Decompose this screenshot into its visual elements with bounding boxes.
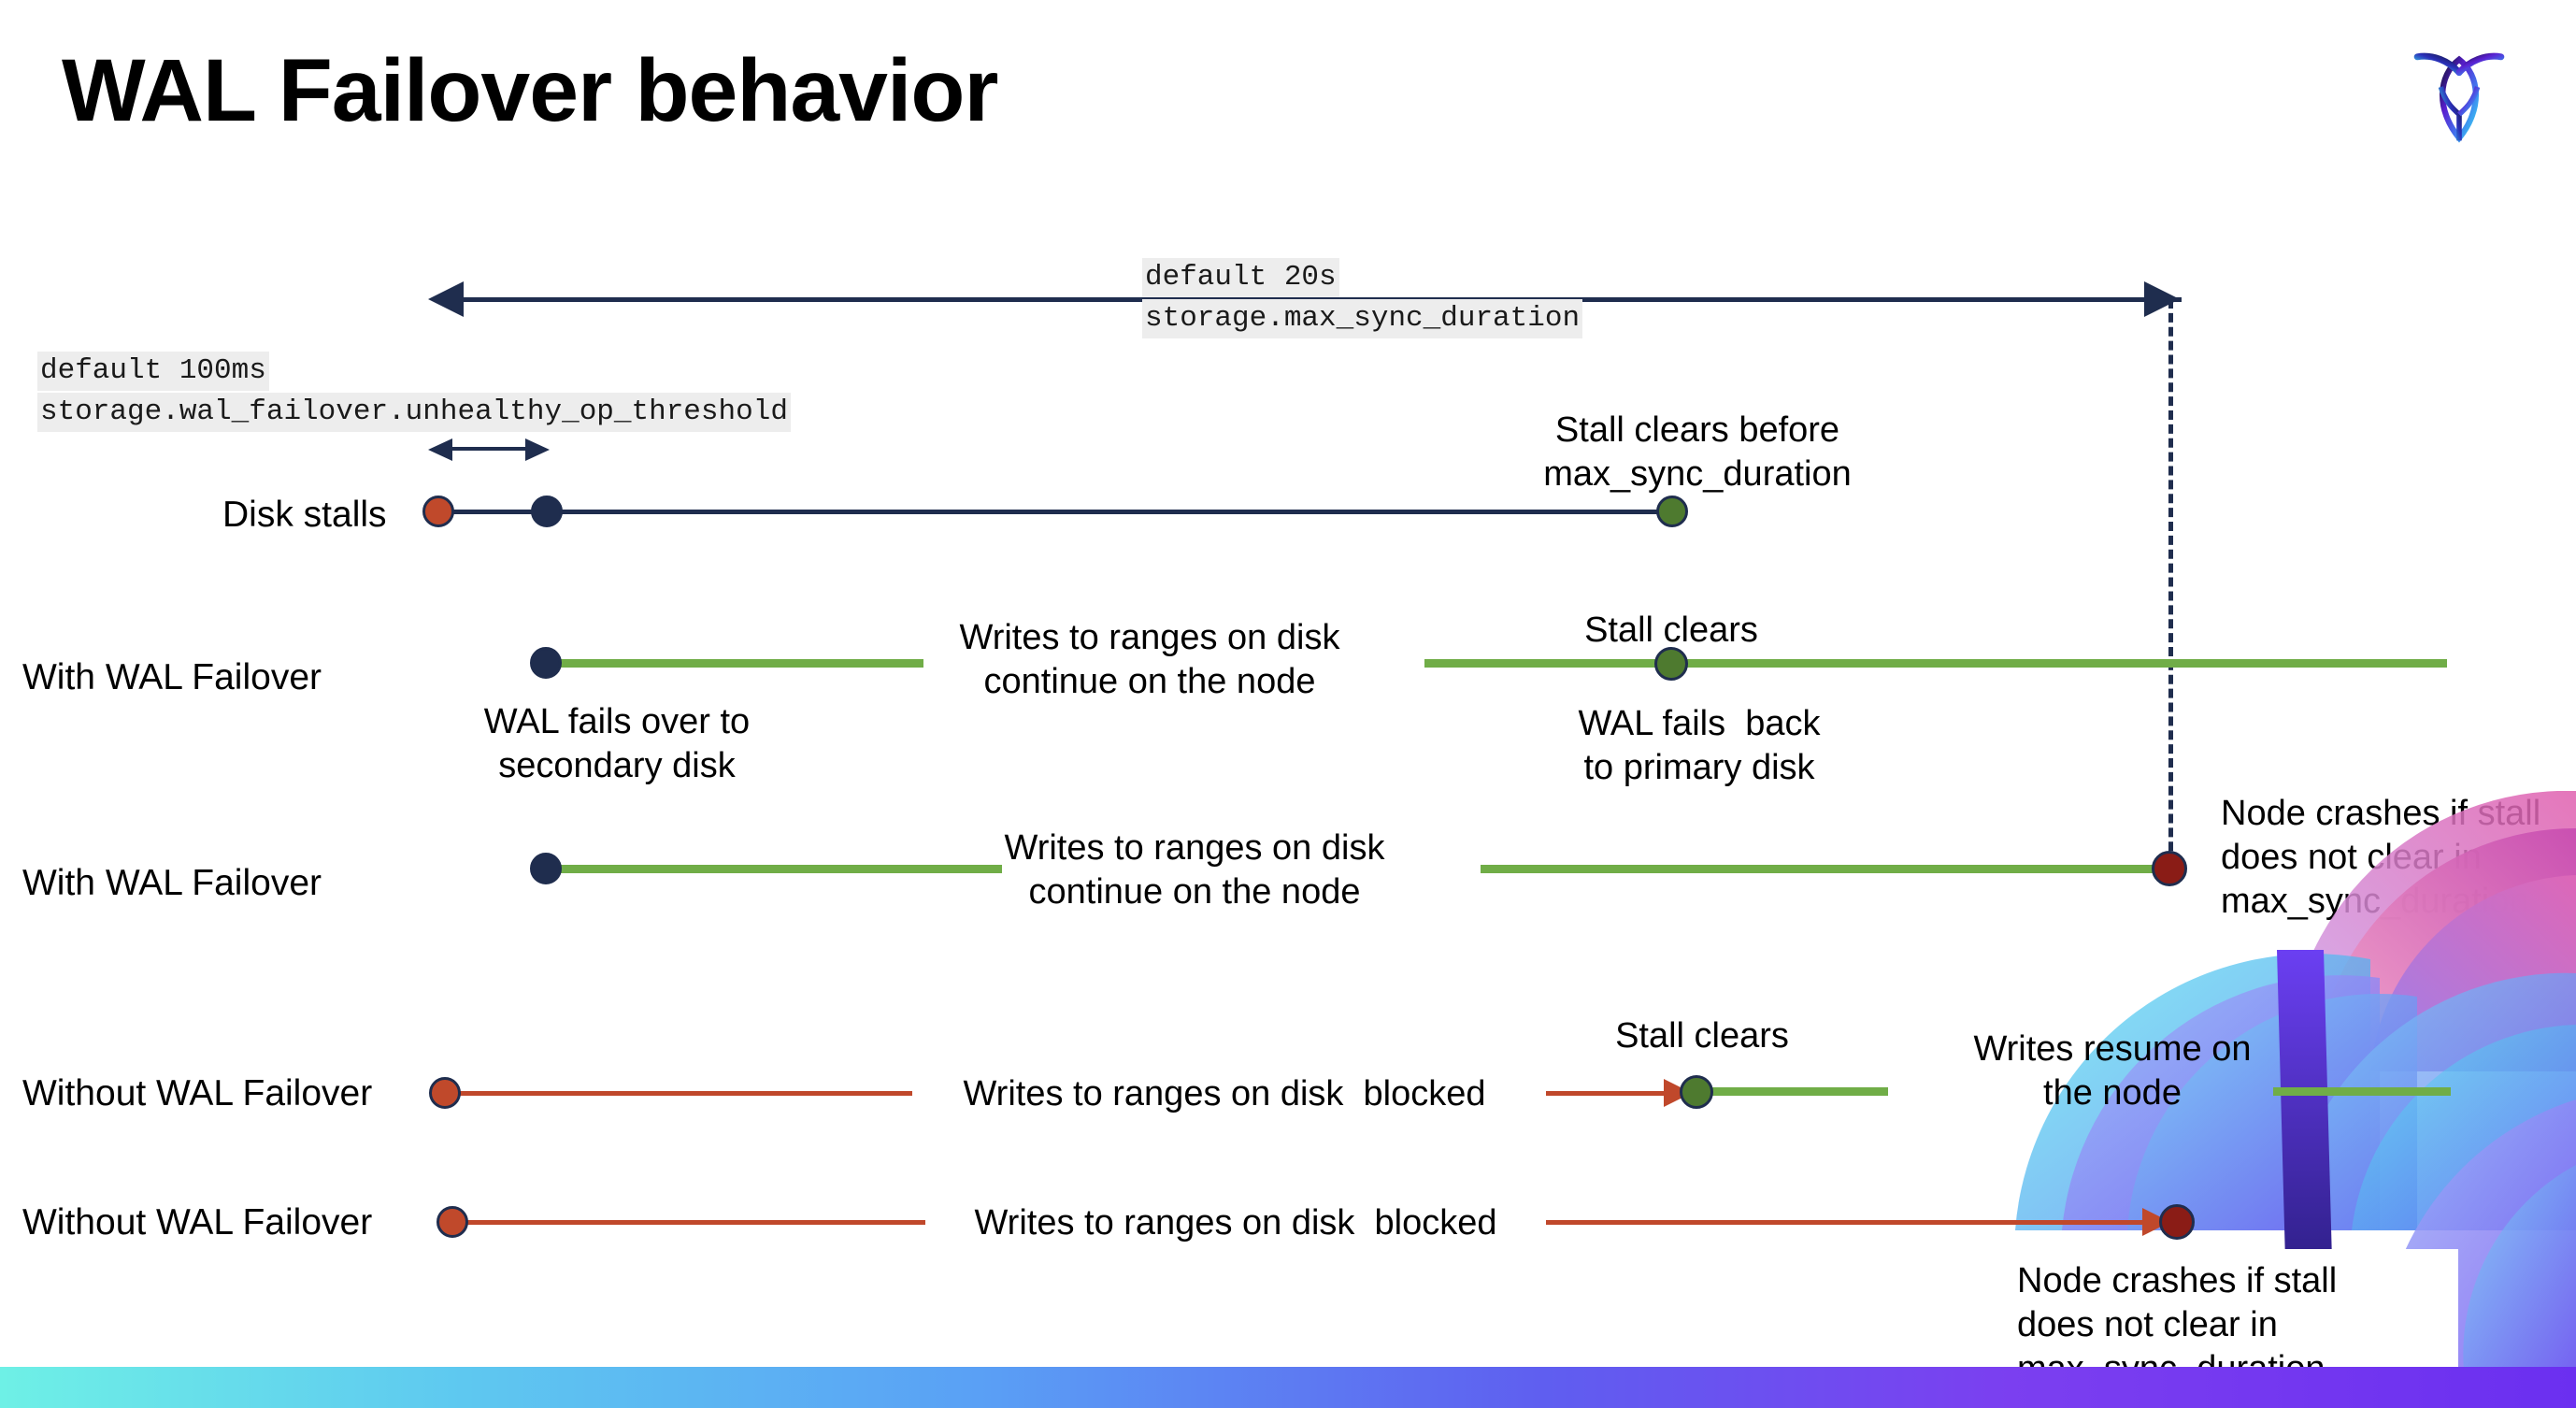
page-title: WAL Failover behavior (62, 41, 998, 140)
node-crashes-line-1-row5: Node crashes if stall (2017, 1261, 2338, 1300)
wal-failover-crash-line-right (1481, 865, 2176, 873)
without-wal-blocked-line-left (445, 1091, 912, 1096)
node-crash-dot-row5 (2159, 1204, 2195, 1240)
wal-failover-stall-clears-dot (1654, 647, 1688, 681)
stall-clears-before-line-1: Stall clears before (1554, 410, 1840, 450)
disk-stall-start-dot (422, 496, 454, 527)
node-crashes-line-3-row3: max_sync_duration (2221, 882, 2529, 921)
wal-fails-back-line-1: WAL fails back (1578, 704, 1821, 743)
writes-continue-line-2-row2: continue on the node (983, 662, 1316, 701)
threshold-arrow-left-head (428, 438, 452, 461)
without-wal-stall-clears-dot-row4 (1680, 1075, 1713, 1109)
writes-resume-line-2: the node (2043, 1073, 2182, 1113)
unhealthy-op-threshold-setting-label: storage.wal_failover.unhealthy_op_thresh… (37, 393, 791, 432)
max-sync-arrow-right-head (2144, 281, 2180, 317)
writes-continue-line-1-row2: Writes to ranges on disk (959, 618, 1340, 657)
row-label-without-wal-failover-clears: Without WAL Failover (22, 1073, 373, 1113)
row-label-with-wal-failover-clears: With WAL Failover (22, 657, 322, 697)
wal-fails-over-line-1: WAL fails over to (483, 702, 751, 741)
bottom-gradient-bar (0, 1367, 2576, 1408)
wal-failover-over-dot (530, 647, 562, 679)
node-crashes-line-1-row3: Node crashes if stall (2221, 794, 2541, 833)
writes-resume-line-1: Writes resume on (1973, 1029, 2252, 1069)
without-wal-crash-line-left (452, 1220, 925, 1225)
disk-stall-clears-dot (1656, 496, 1688, 527)
stall-clears-label-row4: Stall clears (1615, 1016, 1789, 1056)
writes-continue-line-1-row3: Writes to ranges on disk (1004, 828, 1385, 868)
without-wal-stall-start-dot-row4 (429, 1077, 461, 1109)
wal-fails-over-line-2: secondary disk (498, 746, 736, 785)
max-sync-duration-setting-label: storage.max_sync_duration (1142, 299, 1583, 338)
disk-stalls-timeline (438, 510, 1672, 514)
row-label-with-wal-failover-crash: With WAL Failover (22, 863, 322, 903)
row-label-without-wal-failover-crash: Without WAL Failover (22, 1202, 373, 1243)
max-sync-duration-deadline-dashed-line (2168, 299, 2173, 879)
threshold-arrow-right-head (525, 438, 550, 461)
max-sync-arrow-left-head (428, 281, 464, 317)
without-wal-resume-line-right (2273, 1087, 2451, 1096)
stall-clears-label-row2: Stall clears (1584, 611, 1758, 650)
unhealthy-op-threshold-default-label: default 100ms (37, 352, 269, 391)
node-crashes-line-2-row5: does not clear in (2017, 1305, 2278, 1344)
stall-clears-before-line-2: max_sync_duration (1543, 454, 1852, 494)
cockroachdb-logo-icon (2389, 28, 2529, 159)
row-label-disk-stalls: Disk stalls (222, 495, 387, 535)
wal-failover-trigger-dot (531, 496, 563, 527)
writes-continue-line-2-row3: continue on the node (1028, 872, 1361, 912)
writes-blocked-label-row4: Writes to ranges on disk blocked (963, 1074, 1486, 1113)
wal-fails-back-line-2: to primary disk (1583, 748, 1815, 787)
writes-blocked-label-row5: Writes to ranges on disk blocked (974, 1203, 1497, 1243)
without-wal-stall-start-dot-row5 (436, 1206, 468, 1238)
wal-failover-crash-line-left (544, 865, 1002, 873)
wal-failover-secondary-line-right (1424, 659, 2447, 668)
without-wal-blocked-line-right (1546, 1091, 1666, 1096)
without-wal-crash-line-right (1546, 1220, 2144, 1225)
node-crashes-line-2-row3: does not clear in (2221, 838, 2482, 877)
wal-failover-secondary-line-left (544, 659, 923, 668)
without-wal-resume-line-mid (1696, 1087, 1888, 1096)
threshold-span-line (451, 447, 525, 451)
max-sync-duration-default-label: default 20s (1142, 258, 1339, 297)
wal-failover-crash-start-dot (530, 853, 562, 884)
node-crash-dot-row3 (2152, 851, 2187, 886)
